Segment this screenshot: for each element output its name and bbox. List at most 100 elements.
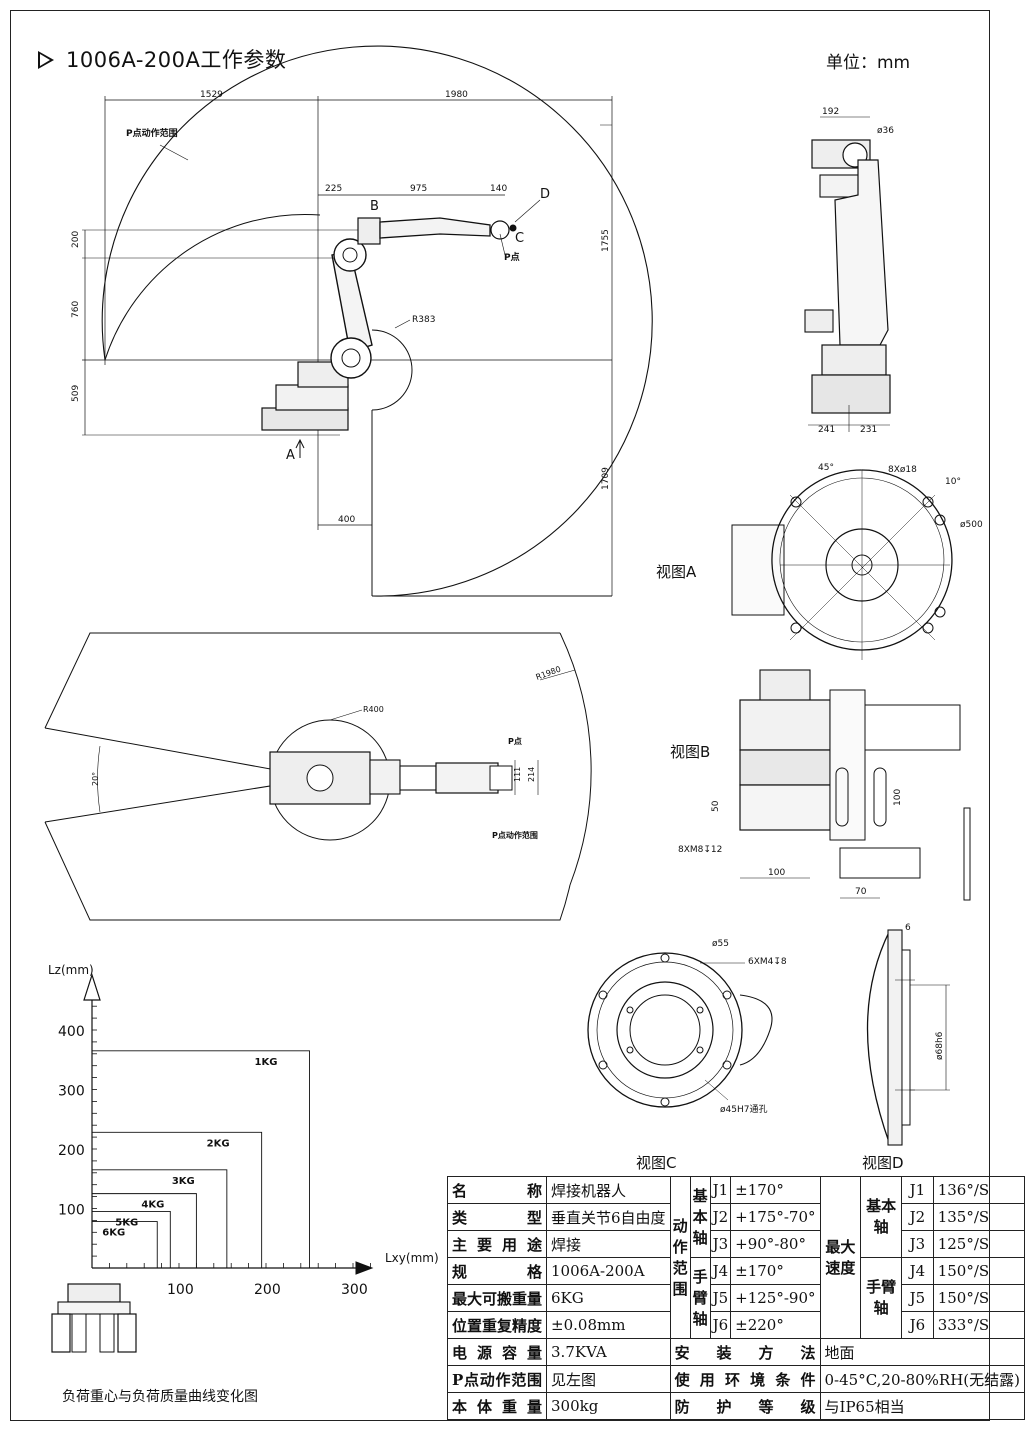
y-tick-label: 200	[58, 1143, 85, 1159]
joint-j3: J3	[709, 1230, 732, 1258]
spec-value-payload: 6KG	[546, 1284, 671, 1312]
y-axis-label: Lz(mm)	[48, 963, 94, 977]
unit-label: 单位：mm	[826, 53, 911, 73]
speed-arm-axis: 手臂轴	[860, 1257, 903, 1339]
spec-value-name: 焊接机器人	[546, 1176, 671, 1204]
range-j6: ±220°	[730, 1311, 821, 1339]
chart-caption: 负荷重心与负荷质量曲线变化图	[62, 1389, 258, 1405]
label-b: B	[370, 199, 379, 214]
spec-value-env: 0-45°C,20-80%RH(无结露)	[819, 1365, 1025, 1393]
label-d: D	[540, 187, 550, 202]
joint-j1: J1	[709, 1176, 732, 1204]
curve-label: 4KG	[141, 1200, 164, 1211]
dim-231: 231	[860, 425, 877, 435]
speed-j6: 333°/S	[932, 1311, 1025, 1339]
spec-label-power: 电源容量	[446, 1338, 548, 1366]
load-curve	[92, 1169, 228, 1268]
spec-label-accuracy: 位置重复精度	[446, 1311, 548, 1339]
range-j2: +175°-70°	[730, 1203, 821, 1231]
dim-975: 975	[410, 184, 427, 194]
spec-value-type: 垂直关节6自由度	[546, 1203, 671, 1231]
curve-label: 1KG	[255, 1057, 278, 1068]
dim-214: 214	[527, 767, 536, 782]
load-curve	[92, 1221, 158, 1268]
dim-6xm4: 6XM4↧8	[748, 957, 787, 967]
dim-760: 760	[71, 301, 81, 318]
spec-value-accuracy: ±0.08mm	[546, 1311, 671, 1339]
curve-label: 2KG	[207, 1138, 230, 1149]
spec-label-p-range: P点动作范围	[446, 1365, 548, 1393]
dim-225: 225	[325, 184, 342, 194]
spec-label-payload: 最大可搬重量	[446, 1284, 548, 1312]
spec-label-install: 安装方法	[669, 1338, 821, 1366]
dim-50: 50	[711, 800, 721, 812]
dim-r383: R383	[412, 315, 435, 325]
x-tick-label: 100	[167, 1282, 194, 1298]
label-a: A	[286, 448, 295, 463]
side-view	[82, 45, 653, 597]
spec-table: 名称 焊接机器人 动作范围 基本轴 J1 ±170° 最大速度 基本轴 J1 1…	[446, 1176, 1025, 1420]
joint-j6: J6	[709, 1311, 732, 1339]
range-j5: +125°-90°	[730, 1284, 821, 1312]
dim-1755: 1755	[601, 229, 611, 252]
dim-400: 400	[338, 515, 355, 525]
speed-j5: 150°/S	[932, 1284, 1025, 1312]
speed-joint-j4: J4	[901, 1257, 934, 1285]
dim-8xd18: 8Xø18	[888, 465, 917, 475]
triangle-icon	[38, 51, 54, 69]
dim-10deg: 10°	[945, 477, 961, 487]
spec-label-protection: 防护等级	[669, 1392, 821, 1420]
spec-value-p-range: 见左图	[546, 1365, 671, 1393]
spec-value-install: 地面	[819, 1338, 1025, 1366]
spec-value-power: 3.7KVA	[546, 1338, 671, 1366]
drawing-title: 1006A-200A工作参数	[38, 44, 286, 74]
speed-joint-j5: J5	[901, 1284, 934, 1312]
dim-d45h7: ø45H7通孔	[720, 1104, 767, 1115]
max-speed-header: 最大速度	[819, 1176, 862, 1339]
speed-j1: 136°/S	[932, 1176, 1025, 1204]
spec-label-env: 使用环境条件	[669, 1365, 821, 1393]
dim-d68h6: ø68h6	[935, 1031, 945, 1060]
dim-111: 111	[513, 767, 522, 782]
view-a-label: 视图A	[656, 563, 697, 581]
flange-drawing	[51, 1283, 137, 1353]
dim-200: 200	[71, 231, 81, 248]
dim-1709: 1709	[601, 467, 611, 490]
spec-value-weight: 300kg	[546, 1392, 671, 1420]
x-axis-label: Lxy(mm)	[385, 1251, 439, 1265]
view-c-labels: ø55 6XM4↧8 ø45H7通孔 视图C	[636, 939, 787, 1172]
speed-joint-j1: J1	[901, 1176, 934, 1204]
spec-value-model: 1006A-200A	[546, 1257, 671, 1285]
view-b	[739, 669, 971, 901]
spec-label-name: 名称	[446, 1176, 548, 1204]
motion-arm-axis: 手臂轴	[689, 1257, 711, 1339]
top-label-range: P点动作范围	[492, 830, 538, 840]
view-d-labels: 6 ø68h6 视图D	[862, 923, 945, 1172]
dim-d500: ø500	[960, 520, 983, 530]
label-p: P点	[504, 251, 520, 263]
dim-20deg: 20°	[91, 772, 100, 786]
speed-joint-j2: J2	[901, 1203, 934, 1231]
load-curve	[92, 1211, 171, 1268]
top-label-p: P点	[508, 736, 522, 746]
speed-joint-j6: J6	[901, 1311, 934, 1339]
dim-140: 140	[490, 184, 507, 194]
dim-1980: 1980	[445, 90, 468, 100]
side-view-labels: 1529 1980 225 975 140 200 760 509 1755 1…	[71, 90, 611, 525]
spec-value-protection: 与IP65相当	[819, 1392, 1025, 1420]
range-j4: ±170°	[730, 1257, 821, 1285]
motion-range-header: 动作范围	[669, 1176, 691, 1339]
joint-j2: J2	[709, 1203, 732, 1231]
drawing-frame	[10, 10, 990, 1421]
range-j3: +90°-80°	[730, 1230, 821, 1258]
x-axis-arrow-icon	[355, 1261, 374, 1275]
spec-label-weight: 本体重量	[446, 1392, 548, 1420]
dim-509: 509	[71, 385, 81, 402]
spec-label-model: 规格	[446, 1257, 548, 1285]
curve-label: 5KG	[115, 1217, 138, 1228]
curve-label: 6KG	[102, 1228, 125, 1239]
view-c-label: 视图C	[636, 1154, 676, 1172]
y-axis-arrow-icon	[83, 973, 101, 1001]
dim-45deg: 45°	[818, 463, 834, 473]
